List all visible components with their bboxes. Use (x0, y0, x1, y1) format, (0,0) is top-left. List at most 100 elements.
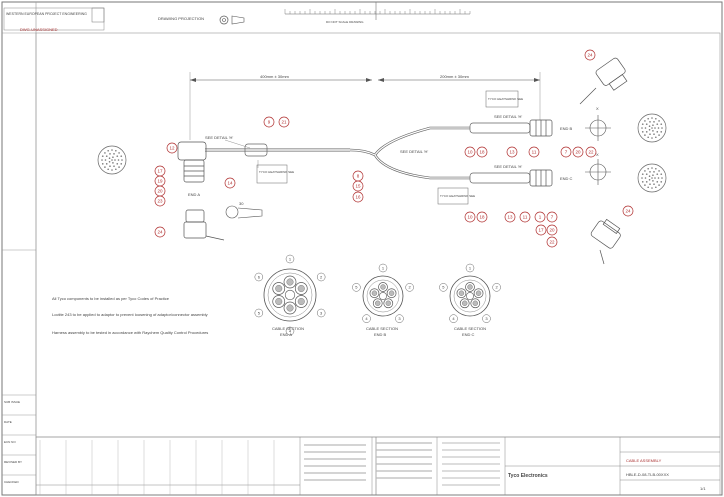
svg-text:5: 5 (258, 310, 261, 315)
section-pin-label: 5 (254, 308, 264, 318)
detail-h-center: SEE DETAIL 'H' (400, 149, 428, 154)
balloon-b19: 19 (154, 175, 166, 187)
revision-label-4: REVISED BY (4, 460, 22, 464)
heatshrink-label-c: TYCO HEATSHRINK SEE (440, 194, 475, 198)
end-a-label: END A (188, 192, 200, 197)
svg-text:2: 2 (320, 274, 323, 279)
end-c-label: END C (560, 176, 573, 181)
svg-text:5: 5 (355, 285, 358, 290)
projection-symbol-icon (219, 15, 245, 25)
svg-text:20: 20 (157, 189, 163, 194)
balloon-b17b: 17 (535, 224, 547, 236)
title-block-text-lines (39, 440, 500, 495)
company-name: Tyco Electronics (508, 473, 548, 479)
scale-ruler (284, 9, 471, 15)
cable-section-a-end: END A (280, 332, 292, 337)
section-pin-label: 2 (405, 283, 414, 292)
balloon-b24c: 24 (622, 205, 634, 217)
dimension-left (189, 72, 372, 140)
section-pin-label: 6 (254, 272, 264, 282)
svg-text:23: 23 (157, 199, 163, 204)
svg-text:19: 19 (157, 179, 163, 184)
dimension-left-label: 400mm ± 30mm (260, 74, 290, 79)
balloon-b10b: 10 (464, 211, 476, 223)
drawing-code-text: DWG-UNASSIGNED (20, 27, 58, 32)
svg-text:21: 21 (281, 120, 287, 125)
end-b-connector (529, 119, 553, 137)
section-pin-label: 3 (316, 308, 326, 318)
svg-text:3: 3 (485, 316, 488, 321)
detail-30-view (225, 205, 263, 219)
section-pin-label: 2 (492, 283, 501, 292)
svg-text:9: 9 (268, 120, 271, 125)
detail-h-lower: SEE DETAIL 'H' (494, 164, 522, 169)
svg-text:1: 1 (539, 215, 542, 220)
pin-marker-end-c: X (596, 152, 599, 157)
svg-text:17: 17 (538, 228, 544, 233)
balloon-b13b: 13 (504, 211, 516, 223)
end-c-side-view (585, 159, 611, 185)
svg-text:3: 3 (398, 316, 401, 321)
section-pin-label: 4 (285, 326, 295, 336)
balloon-b18: 18 (476, 146, 488, 158)
balloon-b20c: 20 (546, 224, 558, 236)
heatshrink-box-a (256, 164, 288, 184)
balloon-b10: 10 (464, 146, 476, 158)
balloon-b11: 11 (528, 146, 540, 158)
projection-label: DRAWING PROJECTION (158, 16, 204, 21)
heatshrink-label-a: TYCO HEATSHRINK SEE (259, 170, 294, 174)
svg-text:24: 24 (157, 230, 163, 235)
svg-text:11: 11 (532, 150, 537, 155)
cable-main (205, 122, 531, 184)
balloon-b22: 22 (585, 146, 597, 158)
svg-text:15: 15 (355, 184, 361, 189)
balloon-b24b: 24 (584, 49, 596, 61)
svg-text:17: 17 (157, 169, 163, 174)
cable-section-b-end: END B (374, 332, 387, 337)
svg-text:20: 20 (575, 150, 581, 155)
balloon-b20: 20 (154, 185, 166, 197)
cable-section-a: 1 2 3 4 5 6 (254, 254, 326, 336)
balloon-b14: 14 (224, 177, 236, 189)
svg-text:18: 18 (479, 215, 485, 220)
dimension-right (378, 72, 541, 120)
end-c-connector (529, 169, 553, 187)
balloon-b21: 21 (278, 116, 290, 128)
section-pin-label: 1 (378, 263, 388, 273)
svg-text:13: 13 (509, 150, 515, 155)
end-a-connector (177, 141, 207, 183)
drawing-title: CABLE ASSEMBLY (626, 458, 662, 463)
svg-text:1: 1 (289, 256, 292, 261)
revision-column (2, 394, 36, 476)
heatshrink-box-b (485, 90, 519, 108)
detail-h-left: SEE DETAIL 'H' (205, 135, 233, 140)
cable-section-b: 1 2 3 4 5 (352, 263, 414, 323)
svg-text:18: 18 (479, 150, 485, 155)
svg-text:3: 3 (320, 310, 323, 315)
note-3: Harness assembly to be tested in accorda… (52, 330, 208, 335)
heatshrink-label-b: TYCO HEATSHRINK SEE (488, 97, 523, 101)
svg-text:12: 12 (169, 146, 175, 151)
svg-text:4: 4 (452, 316, 455, 321)
scale-note: DO NOT SCALE DRAWING (326, 20, 364, 24)
revision-label-3: ECN NO (4, 440, 16, 444)
svg-text:2: 2 (409, 285, 412, 290)
cable-section-c-end: END C (462, 332, 475, 337)
adaptor-top-right (579, 57, 628, 105)
balloon-b24a: 24 (154, 226, 166, 238)
svg-text:13: 13 (507, 215, 513, 220)
section-pin-label: 4 (362, 314, 371, 323)
pin-marker-end-a: 30 (239, 201, 244, 206)
balloon-b8: 8 (352, 170, 364, 182)
title-block (35, 436, 721, 496)
sheet-number: 1/1 (700, 486, 706, 491)
svg-text:2: 2 (496, 285, 499, 290)
balloon-b7: 7 (560, 146, 572, 158)
svg-text:7: 7 (565, 150, 568, 155)
svg-text:5: 5 (442, 285, 445, 290)
balloon-b7b: 7 (546, 211, 558, 223)
svg-text:22: 22 (588, 150, 594, 155)
